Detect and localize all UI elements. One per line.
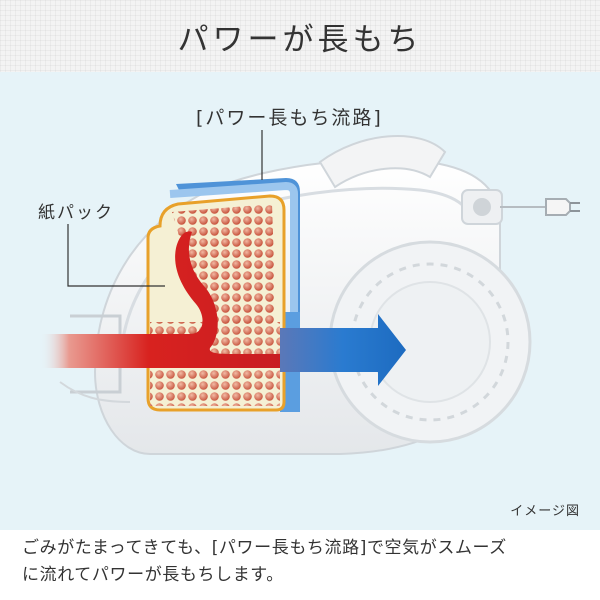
airflow-blue-arrow [280, 314, 406, 386]
paper-pack [146, 194, 286, 412]
description-line-1: ごみがたまってきても、[パワー長もち流路]で空気がスムーズ [22, 538, 507, 558]
airflow-red-arrow [40, 231, 282, 368]
paper-pack-label: 紙パック [38, 203, 114, 223]
page-title: パワーが長もち [177, 21, 423, 58]
description-text: ごみがたまってきても、[パワー長もち流路]で空気がスムーズ に流れてパワーが長も… [22, 535, 588, 589]
vacuum-diagram [40, 130, 580, 455]
description-line-2: に流れてパワーが長もちします。 [22, 565, 284, 585]
flow-channel-label: [パワー長もち流路] [196, 107, 383, 129]
vacuum-body [59, 135, 580, 455]
paper-pack-leader [67, 224, 165, 287]
header-bar: パワーが長もち [0, 0, 600, 72]
image-note: イメージ図 [510, 504, 580, 519]
diagram-panel: [パワー長もち流路] 紙パック イメージ図 [0, 72, 600, 530]
